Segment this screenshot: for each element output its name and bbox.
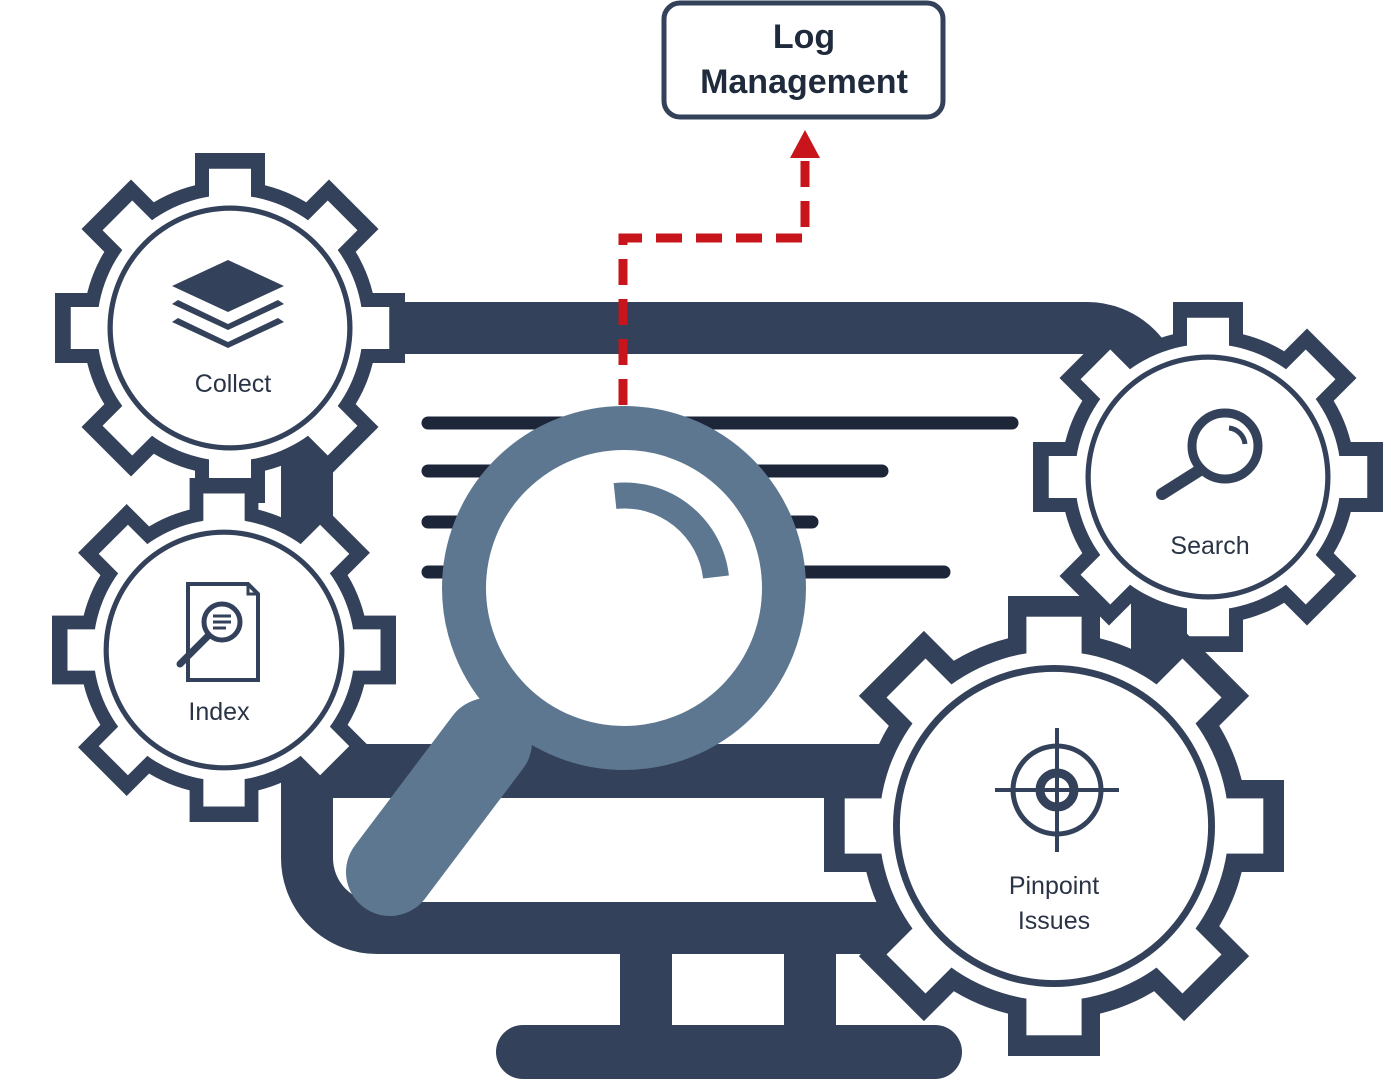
index-label: Index: [188, 698, 250, 726]
gear-index: Index: [51, 478, 396, 822]
flow-arrow: [618, 130, 820, 405]
magnifier-icon: [1156, 408, 1263, 500]
large-magnifier-icon: [346, 406, 806, 916]
pinpoint-label-line-1: Pinpoint: [1009, 872, 1099, 900]
monitor-stand-base: [496, 1025, 962, 1079]
search-label: Search: [1170, 532, 1249, 560]
title-box-frame: [661, 0, 946, 120]
title-line-1: Log: [773, 18, 835, 56]
pinpoint-label-line-2: Issues: [1018, 907, 1090, 935]
magnifier-handle: [346, 698, 532, 916]
layers-icon: [172, 260, 284, 348]
gear-collect: Collect: [55, 153, 405, 503]
title-line-2: Management: [700, 63, 908, 101]
crosshair-icon: [995, 728, 1119, 852]
log-management-box: Log Management: [661, 0, 946, 120]
monitor-stand-neck-left: [620, 950, 672, 1035]
gear-pinpoint-issues: Pinpoint Issues: [824, 596, 1284, 1056]
magnifier-lens: [442, 406, 806, 770]
monitor-stand-neck-right: [784, 950, 836, 1035]
arrow-head-icon: [790, 130, 820, 158]
document-search-icon: [176, 582, 260, 682]
dashed-arrow-path: [618, 160, 810, 405]
gear-search: Search: [1033, 302, 1383, 652]
collect-label: Collect: [195, 370, 271, 398]
lens-glare: [613, 482, 729, 579]
